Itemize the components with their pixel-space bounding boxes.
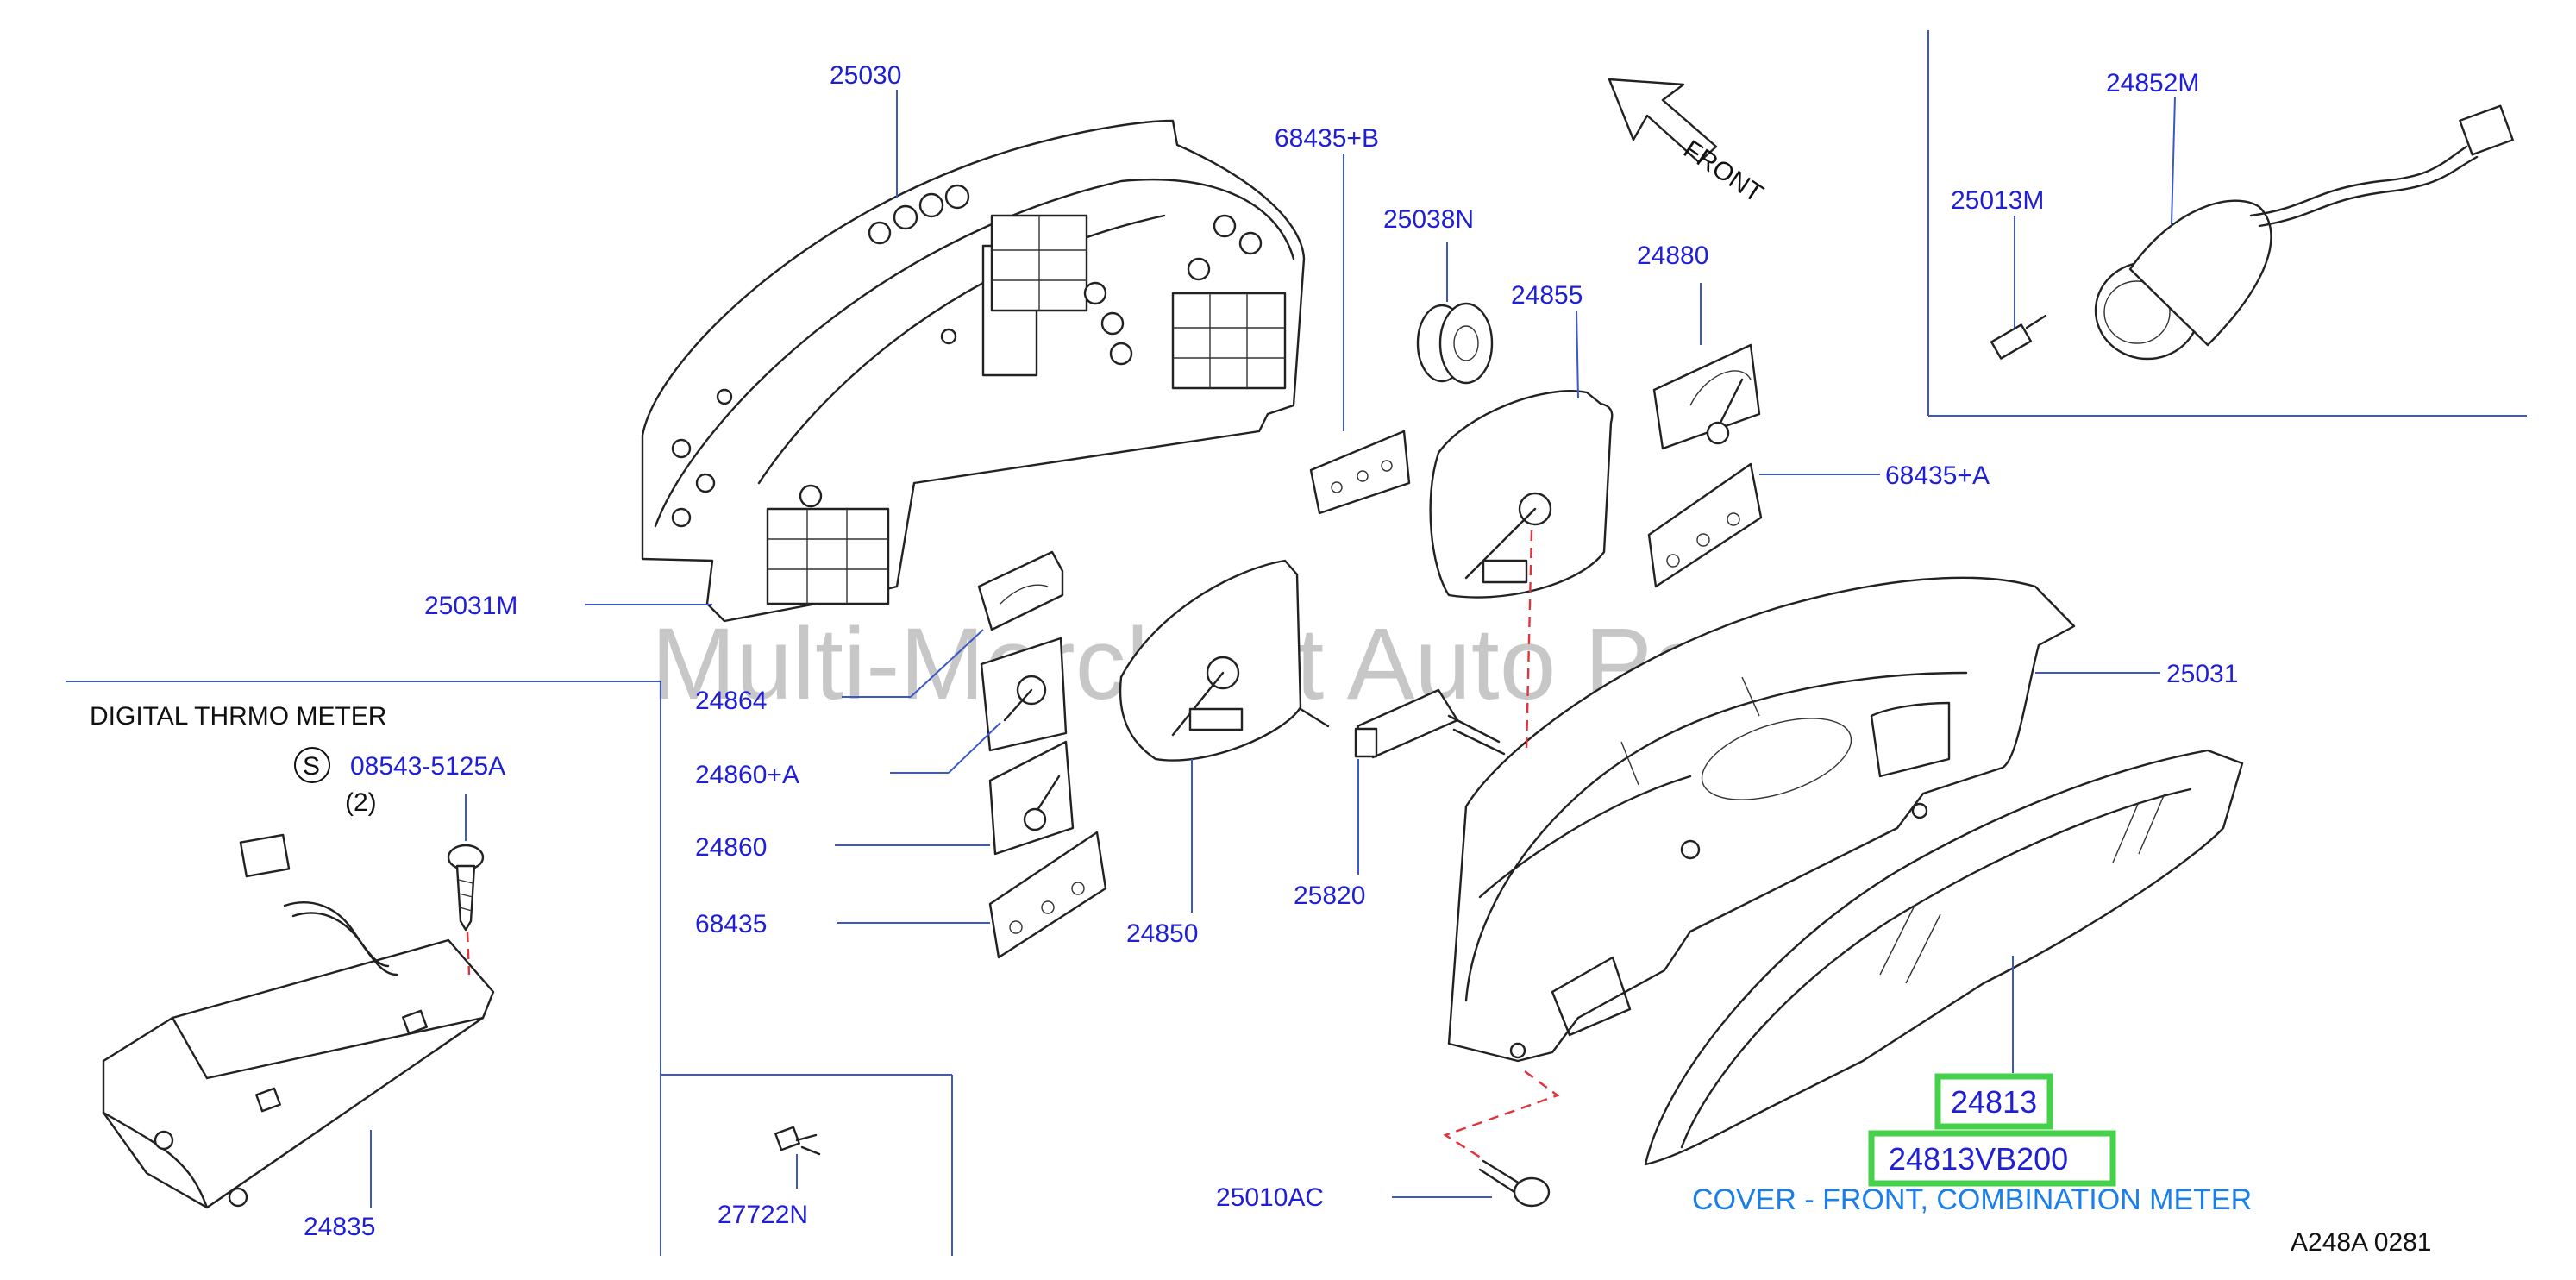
- label-25010ac: 25010AC: [1216, 1183, 1324, 1212]
- label-25031: 25031: [2166, 660, 2238, 688]
- label-24864: 24864: [695, 687, 767, 715]
- gauge-24860-drawing: [988, 740, 1075, 856]
- screw-08543-drawing: [294, 747, 485, 932]
- label-25013m: 25013M: [1951, 186, 2044, 215]
- label-24813[interactable]: 24813: [1951, 1084, 2037, 1120]
- label-24855: 24855: [1511, 281, 1583, 310]
- label-24813vb200[interactable]: 24813VB200: [1889, 1141, 2068, 1176]
- label-08543-5125a: 08543-5125A: [350, 752, 505, 781]
- inset-frame-sensor: [1927, 30, 2527, 417]
- label-25820: 25820: [1294, 882, 1365, 910]
- gauge-24855-drawing: [1429, 390, 1614, 599]
- label-24835: 24835: [304, 1213, 375, 1241]
- label-68435a: 68435+A: [1885, 461, 1990, 490]
- label-25031m: 25031M: [424, 592, 517, 620]
- front-arrow-icon: [1608, 78, 1718, 164]
- gauge-24850-drawing: [1119, 559, 1330, 762]
- gauge-24880-drawing: [1652, 343, 1761, 450]
- sensor-24852m-drawing: [2094, 104, 2514, 361]
- label-24860a: 24860+A: [695, 761, 799, 789]
- label-25038n: 25038N: [1383, 205, 1474, 234]
- plate-68435b-drawing: [1309, 430, 1411, 515]
- diagram-code: A248A 0281: [2291, 1228, 2432, 1257]
- screw-quantity: (2): [345, 788, 377, 817]
- digital-thermo-24835-drawing: [102, 833, 495, 1209]
- front-cover-24813-drawing: [1644, 749, 2244, 1166]
- section-title-digital-thermo: DIGITAL THRMO METER: [90, 702, 386, 731]
- label-27722n: 27722N: [718, 1201, 808, 1229]
- grommet-25038n-drawing: [1416, 302, 1494, 385]
- leader-lines: [370, 90, 2176, 1208]
- inset-frame-digital-thermo: [66, 681, 953, 1256]
- knob-24864-drawing: [977, 550, 1064, 631]
- screw-marker: S: [303, 752, 320, 781]
- bulb-25013m-drawing: [1990, 314, 2047, 360]
- switch-25820-drawing: [1354, 688, 1506, 759]
- part-description: COVER - FRONT, COMBINATION METER: [1692, 1183, 2252, 1216]
- dashed-guides: [466, 530, 1560, 1161]
- plate-68435a-drawing: [1647, 462, 1763, 588]
- meter-case-25031-drawing: [1447, 576, 2076, 1063]
- highlight-box-24813vb200: [1868, 1130, 2116, 1187]
- label-25030: 25030: [830, 61, 901, 90]
- gauge-24860a-drawing: [980, 637, 1068, 752]
- plate-68435-drawing: [988, 831, 1107, 959]
- meter-housing-25030-drawing: [641, 119, 1306, 623]
- label-68435b: 68435+B: [1275, 124, 1379, 153]
- label-24852m: 24852M: [2106, 69, 2199, 97]
- front-label: FRONT: [1678, 135, 1768, 208]
- clip-27722n-drawing: [774, 1126, 821, 1156]
- screw-marker-circle: [294, 747, 330, 783]
- label-68435: 68435: [695, 910, 767, 938]
- highlight-box-24813: [1934, 1073, 2053, 1130]
- screw-25010ac-drawing: [1478, 1159, 1551, 1208]
- label-24880: 24880: [1637, 242, 1708, 270]
- label-24850: 24850: [1126, 919, 1198, 948]
- label-24860: 24860: [695, 833, 767, 862]
